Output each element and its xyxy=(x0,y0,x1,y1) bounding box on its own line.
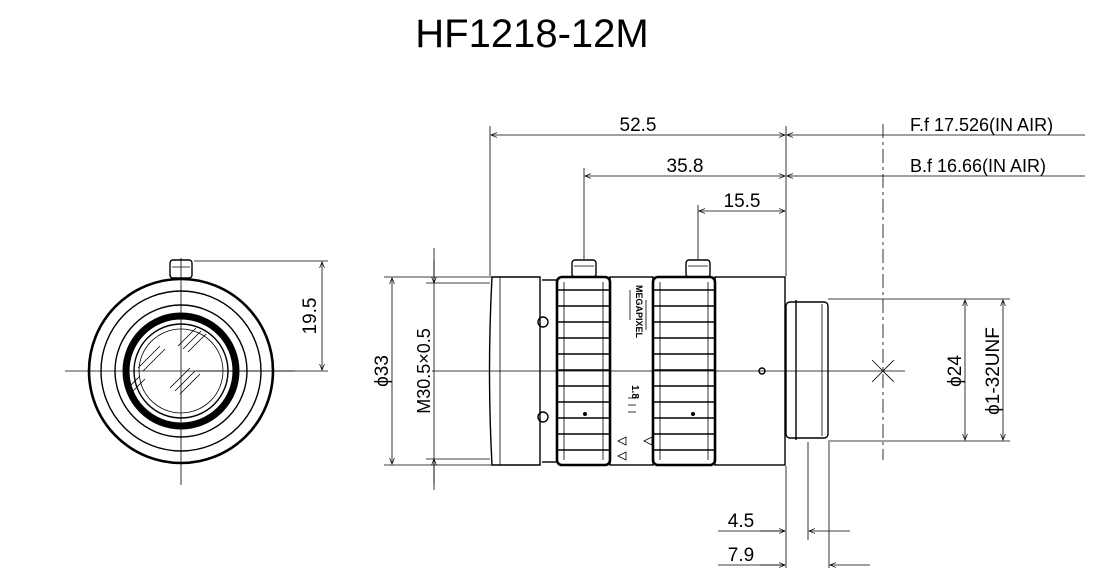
dim-ring2-to-mount: 15.5 xyxy=(724,191,761,212)
dim-ring1-to-mount: 35.8 xyxy=(667,156,704,177)
dim-mount-thread: ϕ1-32UNF xyxy=(983,327,1004,415)
dim-flange-focal: F.f 17.526(IN AIR) xyxy=(910,115,1053,135)
dim-screw-height: 19.5 xyxy=(300,298,321,335)
dim-body-diameter: ϕ33 xyxy=(372,355,393,387)
title: HF1218-12M xyxy=(415,12,648,56)
dim-filter-thread: M30.5×0.5 xyxy=(414,328,434,414)
c-mount xyxy=(785,301,829,439)
rear-body xyxy=(714,276,786,466)
dim-back-focal: B.f 16.66(IN AIR) xyxy=(910,156,1046,176)
brand-marking: MEGAPIXEL xyxy=(634,285,644,339)
front-view: 19.5 xyxy=(65,258,328,485)
side-view: MEGAPIXEL 1.8 52.5 F.f 17.526(IN AIR) 35… xyxy=(372,115,1085,568)
lock-screw-aperture xyxy=(571,259,597,278)
lock-screw-front xyxy=(169,259,193,279)
lock-screw-focus xyxy=(685,259,711,278)
dim-overall-length: 52.5 xyxy=(620,115,657,136)
dim-rear-diameter: ϕ24 xyxy=(945,355,966,387)
rear-hole xyxy=(758,367,766,375)
glass-hatch xyxy=(125,327,207,395)
dim-thread-length: 7.9 xyxy=(728,545,754,566)
dim-flange-depth: 4.5 xyxy=(728,511,754,532)
barrel-hole xyxy=(537,411,549,423)
aperture-marking: 1.8 xyxy=(629,385,640,399)
barrel-hole xyxy=(537,316,549,328)
